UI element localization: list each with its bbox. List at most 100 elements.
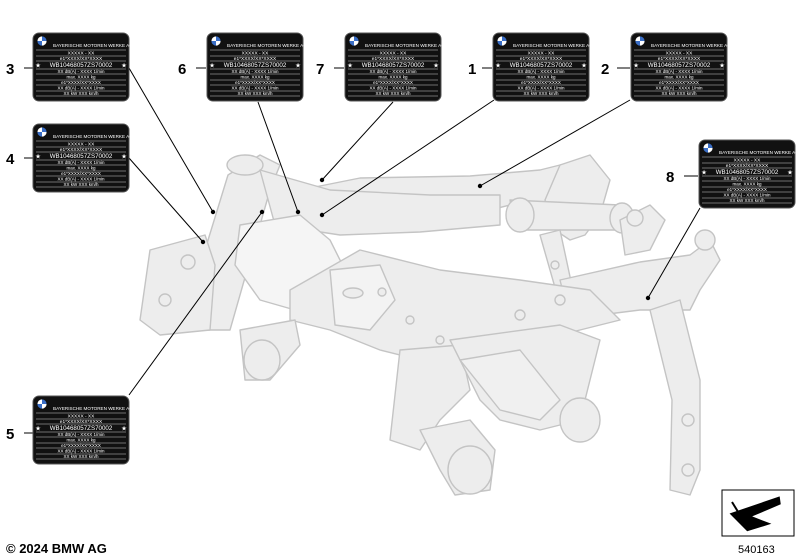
plate-text-type-line: XXXXX - XX bbox=[68, 51, 95, 57]
plate-text-load-line-1: XX dB(A) - XXXX 1/min bbox=[57, 432, 105, 437]
plate-text-load-line-2: XX dB(A) - XXXX 1/min bbox=[57, 177, 105, 182]
vin-star-icon: ★ bbox=[787, 169, 793, 177]
copyright-notice: © 2024 BMW AG bbox=[6, 541, 107, 556]
leader-2 bbox=[479, 67, 631, 187]
leader-3 bbox=[24, 67, 214, 213]
leader-6 bbox=[196, 67, 299, 213]
plate-text-power-line: XX kW XXX km/h bbox=[63, 454, 99, 459]
plate-text-type-line: XXXXX - XX bbox=[528, 51, 555, 57]
callout-numbers: 3 4 5 6 7 1 2 8 bbox=[6, 61, 674, 443]
vin-star-icon: ★ bbox=[121, 153, 127, 161]
plate-text-approval-line: e1*XXXX/XX*XXXX bbox=[60, 147, 103, 153]
vin-star-icon: ★ bbox=[433, 62, 439, 70]
reference-number: 540163 bbox=[738, 544, 775, 556]
leader-4 bbox=[24, 157, 204, 243]
plate-text-approval-line: e1*XXXX/XX*XXXX bbox=[60, 56, 103, 62]
plate-text-load-line-1: XX dB(A) - XXXX 1/min bbox=[723, 176, 771, 181]
plate-text-power-line: XX kW XXX km/h bbox=[63, 182, 99, 187]
plate-text-type-line: XXXXX - XX bbox=[68, 414, 95, 420]
plate-text-approval-line: e1*XXXX/XX*XXXX bbox=[658, 56, 701, 62]
plate-text-load-line-1: XX dB(A) - XXXX 1/min bbox=[369, 69, 417, 74]
leader-lines bbox=[24, 67, 701, 434]
plate-text-vin-line: WB10468057ZS70002 bbox=[50, 62, 113, 69]
plate-text-mass-line: max. XXXX kg bbox=[378, 75, 408, 80]
plate-text-maker: BAYERISCHE MOTOREN WERKE AG bbox=[651, 43, 731, 48]
plate-text-power-line: XX kW XXX km/h bbox=[375, 91, 411, 96]
vin-star-icon: ★ bbox=[495, 62, 501, 70]
plate-text-mass-line: max. XXXX kg bbox=[526, 75, 556, 80]
plate-text-maker: BAYERISCHE MOTOREN WERKE AG bbox=[53, 134, 133, 139]
vin-star-icon: ★ bbox=[121, 425, 127, 433]
plate-text-approval-line-2: e1*XXXX/XX*XXXX bbox=[61, 443, 101, 448]
plate-text-type-line: XXXXX - XX bbox=[380, 51, 407, 57]
plate-text-type-line: XXXXX - XX bbox=[68, 142, 95, 148]
leader-dots bbox=[200, 177, 651, 301]
plate-text-vin-line: WB10468057ZS70002 bbox=[362, 62, 425, 69]
callout-number-8: 8 bbox=[666, 169, 674, 186]
plate-text-type-line: XXXXX - XX bbox=[666, 51, 693, 57]
vin-star-icon: ★ bbox=[581, 62, 587, 70]
plate-text-mass-line: max. XXXX kg bbox=[664, 75, 694, 80]
vin-star-icon: ★ bbox=[633, 62, 639, 70]
plate-text-vin-line: WB10468057ZS70002 bbox=[648, 62, 711, 69]
plate-text-type-line: XXXXX - XX bbox=[242, 51, 269, 57]
callout-number-1: 1 bbox=[468, 61, 476, 78]
plate-text-maker: BAYERISCHE MOTOREN WERKE AG bbox=[719, 150, 799, 155]
plate-text-approval-line-2: e1*XXXX/XX*XXXX bbox=[521, 80, 561, 85]
plate-text-maker: BAYERISCHE MOTOREN WERKE AG bbox=[513, 43, 593, 48]
plate-text-maker: BAYERISCHE MOTOREN WERKE AG bbox=[53, 43, 133, 48]
vin-star-icon: ★ bbox=[209, 62, 215, 70]
plate-text-load-line-2: XX dB(A) - XXXX 1/min bbox=[57, 86, 105, 91]
plate-text-load-line-1: XX dB(A) - XXXX 1/min bbox=[655, 69, 703, 74]
leader-8 bbox=[647, 175, 701, 299]
plate-text-approval-line-2: e1*XXXX/XX*XXXX bbox=[727, 187, 767, 192]
motorcycle-frame-illustration bbox=[139, 154, 721, 496]
callout-number-7: 7 bbox=[316, 61, 324, 78]
vin-star-icon: ★ bbox=[121, 62, 127, 70]
plate-text-vin-line: WB10468057ZS70002 bbox=[224, 62, 287, 69]
plate-text-power-line: XX kW XXX km/h bbox=[237, 91, 273, 96]
callout-number-2: 2 bbox=[601, 61, 609, 78]
plate-text-power-line: XX kW XXX km/h bbox=[729, 198, 765, 203]
plate-text-power-line: XX kW XXX km/h bbox=[661, 91, 697, 96]
callout-number-5: 5 bbox=[6, 426, 14, 443]
callout-number-6: 6 bbox=[178, 61, 186, 78]
leader-7 bbox=[321, 67, 394, 181]
orientation-arrow-icon bbox=[721, 489, 795, 537]
vin-star-icon: ★ bbox=[35, 153, 41, 161]
plate-text-vin-line: WB10468057ZS70002 bbox=[50, 425, 113, 432]
vin-star-icon: ★ bbox=[295, 62, 301, 70]
plate-text-vin-line: WB10468057ZS70002 bbox=[510, 62, 573, 69]
plate-text-load-line-1: XX dB(A) - XXXX 1/min bbox=[57, 69, 105, 74]
vin-star-icon: ★ bbox=[35, 62, 41, 70]
plate-text-maker: BAYERISCHE MOTOREN WERKE AG bbox=[365, 43, 445, 48]
plate-text-approval-line-2: e1*XXXX/XX*XXXX bbox=[61, 80, 101, 85]
plate-text-vin-line: WB10468057ZS70002 bbox=[50, 153, 113, 160]
plate-text-load-line-2: XX dB(A) - XXXX 1/min bbox=[517, 86, 565, 91]
plate-text-load-line-2: XX dB(A) - XXXX 1/min bbox=[369, 86, 417, 91]
plate-text-approval-line-2: e1*XXXX/XX*XXXX bbox=[235, 80, 275, 85]
plate-text-load-line-1: XX dB(A) - XXXX 1/min bbox=[231, 69, 279, 74]
leader-1 bbox=[321, 67, 495, 216]
plate-text-approval-line-2: e1*XXXX/XX*XXXX bbox=[61, 171, 101, 176]
plate-text-mass-line: max. XXXX kg bbox=[66, 166, 96, 171]
leader-5 bbox=[24, 211, 263, 434]
plate-text-load-line-2: XX dB(A) - XXXX 1/min bbox=[723, 193, 771, 198]
plate-text-approval-line: e1*XXXX/XX*XXXX bbox=[60, 419, 103, 425]
plate-text-approval-line: e1*XXXX/XX*XXXX bbox=[372, 56, 415, 62]
plate-text-mass-line: max. XXXX kg bbox=[66, 75, 96, 80]
plate-text-approval-line-2: e1*XXXX/XX*XXXX bbox=[659, 80, 699, 85]
plate-text-approval-line: e1*XXXX/XX*XXXX bbox=[234, 56, 277, 62]
plate-text-load-line-2: XX dB(A) - XXXX 1/min bbox=[231, 86, 279, 91]
plate-text-load-line-1: XX dB(A) - XXXX 1/min bbox=[517, 69, 565, 74]
type-plate-1: BAYERISCHE MOTOREN WERKE AG XXXXX - XX e1*… bbox=[492, 32, 593, 102]
vin-star-icon: ★ bbox=[35, 425, 41, 433]
plate-text-approval-line-2: e1*XXXX/XX*XXXX bbox=[373, 80, 413, 85]
